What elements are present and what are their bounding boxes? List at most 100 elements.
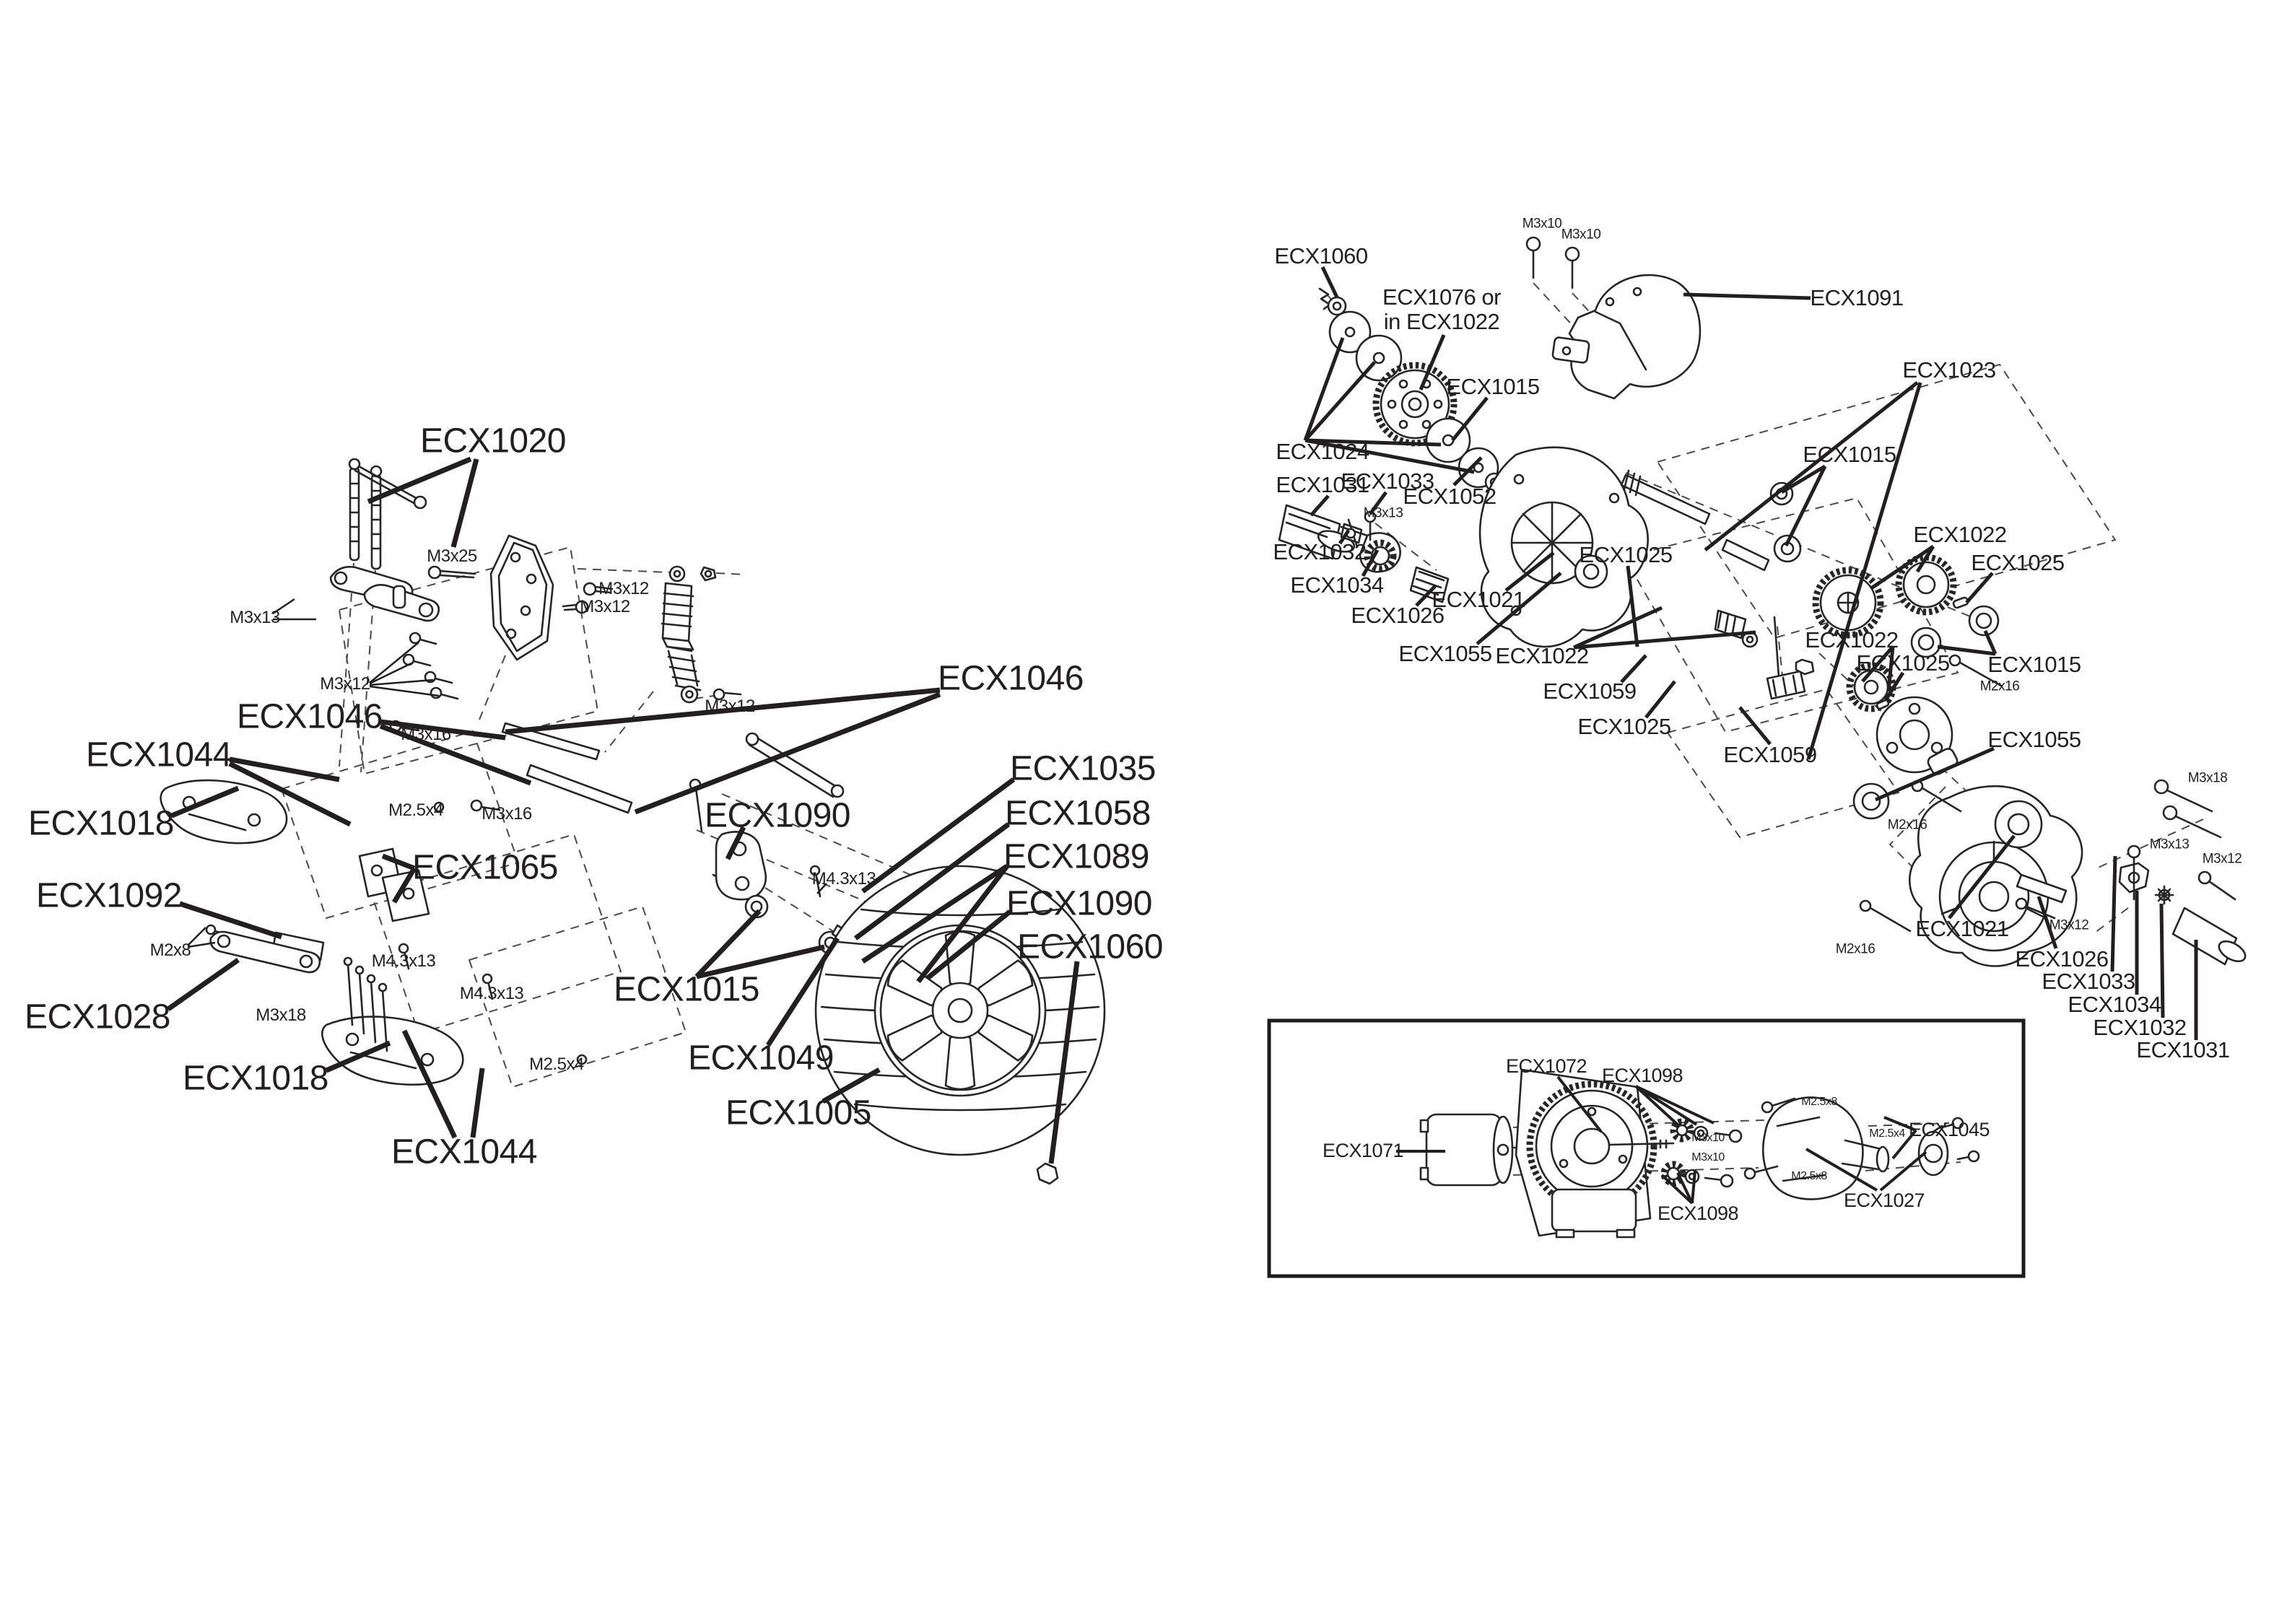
leader-line <box>694 909 762 979</box>
leader-line <box>1476 572 1562 645</box>
leader-line <box>1644 680 1676 719</box>
leader-line <box>822 1067 881 1104</box>
leader-line <box>178 901 283 940</box>
gear-cluster <box>1769 481 2000 658</box>
leader-line <box>229 756 340 782</box>
inset-diff-cover <box>1743 1096 1890 1200</box>
leader-line <box>1875 746 1995 802</box>
front-suspension-arm <box>160 779 288 844</box>
leader-line <box>1948 834 2016 920</box>
leader-line <box>1304 361 1376 442</box>
leader-line <box>1784 465 1827 547</box>
leader-line <box>1361 549 1380 577</box>
differential-assembly <box>1852 696 1959 820</box>
leader-line <box>1338 529 1351 545</box>
leader-line <box>816 883 827 894</box>
leader-line <box>391 867 417 904</box>
leader-line <box>369 661 414 685</box>
leader-line <box>925 909 1012 980</box>
leader-line <box>1304 438 1475 474</box>
leader-line <box>1634 1085 1681 1127</box>
shock-tower-plate <box>489 534 554 661</box>
leader-line <box>634 691 941 815</box>
leader-line <box>725 826 746 860</box>
slipper-clutch-stack <box>1318 287 1521 505</box>
leader-line <box>401 1029 458 1139</box>
leader-line <box>916 864 1009 984</box>
leader-line <box>1660 1174 1694 1205</box>
output-driveline-parts <box>1859 654 2247 966</box>
leader-line <box>166 958 240 1011</box>
leader-line <box>367 456 472 505</box>
leader-line <box>1320 266 1339 299</box>
inset-small-gears-top <box>1670 1118 1743 1143</box>
leader-line <box>369 685 440 697</box>
leader-line <box>1691 1170 1696 1204</box>
leader-line <box>228 761 352 827</box>
leader-line <box>1879 1151 1927 1192</box>
wheel-and-tire <box>814 865 1106 1185</box>
leader-line <box>1303 337 1345 441</box>
leader-line <box>1048 961 1080 1164</box>
inset-panel <box>1267 1018 2026 1278</box>
transmission-case-rear <box>1908 785 2083 967</box>
leader-line <box>696 944 825 979</box>
leader-line <box>1806 382 1922 760</box>
leader-line <box>1310 494 1330 517</box>
motor-and-pinion <box>1278 504 1450 603</box>
leader-line <box>853 822 1011 940</box>
inset-motor-plate-cap <box>1917 1117 1980 1176</box>
leader-line <box>1704 381 1919 551</box>
leader-line <box>1635 1085 1715 1125</box>
inset-motor <box>1419 1113 1532 1187</box>
body-post-set <box>348 458 427 570</box>
leader-line <box>1626 565 1639 647</box>
steering-knuckle <box>689 778 767 901</box>
leader-line <box>1683 292 1811 300</box>
leader-line <box>325 1040 391 1073</box>
wheel-nut <box>1036 1162 1059 1185</box>
leader-line <box>766 937 840 1047</box>
leader-line <box>1805 1148 1878 1192</box>
leader-line <box>861 777 1016 894</box>
shock-absorber <box>661 565 717 704</box>
leader-line <box>369 642 419 684</box>
leader-line <box>187 941 216 948</box>
leader-line <box>380 719 506 741</box>
leader-line <box>1620 654 1647 684</box>
leader-line <box>1573 630 1756 650</box>
m3x12-screw-cluster <box>402 632 459 700</box>
leader-line <box>2159 903 2165 1018</box>
inset-gearbox <box>1515 1068 1675 1239</box>
leader-line <box>505 687 941 735</box>
leader-line <box>1780 464 1826 494</box>
leader-line <box>1937 645 1996 656</box>
leader-line <box>170 785 240 818</box>
leader-line <box>1738 706 1772 746</box>
leader-line <box>369 678 434 686</box>
leader-line <box>1419 334 1446 390</box>
rear-suspension-arm <box>321 1016 464 1086</box>
leader-line <box>1983 629 1998 655</box>
motor-guard-bracket <box>1551 274 1702 400</box>
leader-line <box>1304 438 1442 447</box>
leader-line <box>861 864 1009 964</box>
transmission-shafts <box>1620 469 1770 572</box>
leader-line <box>1451 396 1489 442</box>
steering-bellcrank <box>329 566 440 622</box>
leader-line <box>2036 896 2058 949</box>
m3x10-screws <box>1525 236 1580 289</box>
leader-line <box>1572 606 1663 650</box>
leader-line <box>1452 456 1483 486</box>
leader-line <box>1965 572 1994 604</box>
leader-line <box>1883 1116 1917 1132</box>
leader-line <box>1891 1129 1917 1160</box>
leader-line <box>187 927 206 946</box>
leader-line <box>1368 491 1388 515</box>
leader-line <box>1504 551 1555 592</box>
leader-line <box>1676 1172 1694 1204</box>
leader-line <box>1883 671 1905 702</box>
leader-line <box>1886 646 1895 692</box>
leader-lines <box>166 266 2198 1205</box>
